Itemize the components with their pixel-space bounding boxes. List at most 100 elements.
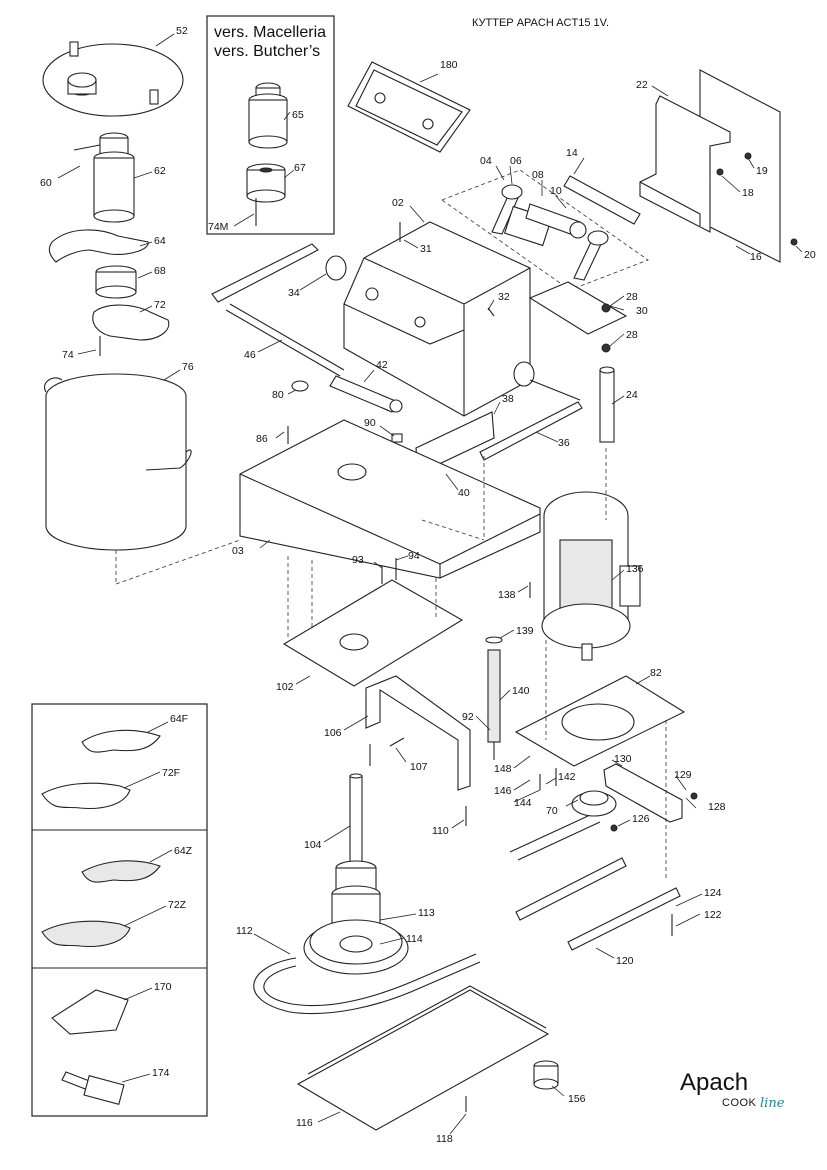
- part-67-shape: [246, 163, 286, 203]
- brand-sub-line: line: [760, 1096, 785, 1111]
- lid-52-shape: [42, 41, 184, 117]
- plate-30-shape: [528, 281, 628, 335]
- callout-64F: 64F: [170, 713, 188, 725]
- callout-19: 19: [756, 165, 768, 177]
- housing-02-shape: [343, 221, 535, 417]
- callout-72: 72: [154, 299, 166, 311]
- callout-92: 92: [462, 711, 474, 723]
- blade-72-shape: [92, 304, 170, 356]
- bowl-76-shape: [44, 373, 192, 551]
- callout-32: 32: [498, 291, 510, 303]
- pulley-113-shape: [303, 860, 409, 975]
- callout-36: 36: [558, 437, 570, 449]
- callout-136: 136: [626, 563, 644, 575]
- accessory-panel: [31, 703, 208, 1117]
- callout-04: 04: [480, 155, 492, 167]
- rail-36-shape: [479, 379, 583, 461]
- callout-67: 67: [294, 162, 306, 174]
- callout-28a: 28: [626, 291, 638, 303]
- shaft-10-shape: [525, 203, 587, 239]
- callout-74M: 74M: [208, 221, 228, 233]
- callout-138: 138: [498, 589, 516, 601]
- bracket-106-shape: [365, 675, 471, 791]
- diagram-title: КУТТЕР APACH ACT15 1V.: [472, 17, 609, 29]
- callout-40: 40: [458, 487, 470, 499]
- callout-14: 14: [566, 147, 578, 159]
- brand-logo: Apach COOK line: [680, 1069, 785, 1111]
- plate-82-shape: [514, 675, 686, 767]
- blade-72F-shape: [41, 782, 131, 810]
- inset-version-line2: vers. Butcher’s: [214, 43, 320, 60]
- backplate-16-shape: [699, 69, 781, 263]
- callout-46: 46: [244, 349, 256, 361]
- tool-174-shape: [61, 1071, 125, 1105]
- callout-112: 112: [236, 925, 253, 937]
- callout-86: 86: [256, 433, 268, 445]
- callout-18: 18: [742, 187, 754, 199]
- callout-174: 174: [152, 1067, 170, 1079]
- baseplate-116-shape: [296, 985, 550, 1131]
- spacer-68-shape: [95, 265, 137, 299]
- callout-93: 93: [352, 554, 364, 566]
- panel-180-shape: [347, 61, 471, 153]
- blade-72Z-shape: [41, 920, 131, 948]
- callout-107: 107: [410, 761, 428, 773]
- callout-140: 140: [512, 685, 530, 697]
- callout-60: 60: [40, 177, 52, 189]
- callout-106: 106: [324, 727, 342, 739]
- callout-02: 02: [392, 197, 404, 209]
- blade-64Z-shape: [81, 860, 161, 883]
- callout-06: 06: [510, 155, 522, 167]
- pulley-70-shape: [571, 790, 617, 817]
- callout-104: 104: [304, 839, 322, 851]
- callout-114: 114: [406, 933, 423, 945]
- callout-146: 146: [494, 785, 512, 797]
- blade-64-shape: [48, 229, 149, 263]
- handle-lower-shape: [573, 230, 609, 281]
- callout-94: 94: [408, 550, 420, 562]
- callout-144: 144: [514, 797, 532, 809]
- callout-64: 64: [154, 235, 166, 247]
- callout-118: 118: [436, 1133, 453, 1145]
- callout-113: 113: [418, 907, 435, 919]
- spring-140-shape: [485, 636, 503, 760]
- bearing-34-shape: [325, 255, 347, 281]
- callout-128: 128: [708, 801, 726, 813]
- callout-10: 10: [550, 185, 562, 197]
- callout-52: 52: [176, 25, 188, 37]
- callout-42: 42: [376, 359, 388, 371]
- bracket-22-shape: [639, 95, 731, 233]
- callout-180: 180: [440, 59, 458, 71]
- callout-labels: 52 65 67 74M 180 60 62 64 68 72 74 76 22…: [40, 25, 816, 1145]
- brand-name: Apach: [680, 1069, 748, 1096]
- scraper-170-shape: [51, 989, 129, 1035]
- leader-lines: [57, 33, 803, 1135]
- shaft-104-shape: [349, 773, 363, 865]
- callout-90: 90: [364, 417, 376, 429]
- belt-112-shape: [253, 953, 481, 1015]
- foot-156-shape: [533, 1060, 559, 1090]
- callout-116: 116: [296, 1117, 313, 1129]
- callout-170: 170: [154, 981, 172, 993]
- tube-42-shape: [329, 375, 403, 413]
- rail-120-shape: [567, 887, 681, 951]
- callout-76: 76: [182, 361, 194, 373]
- callout-72Z: 72Z: [168, 899, 187, 911]
- callout-130: 130: [614, 753, 632, 765]
- callout-16: 16: [750, 251, 762, 263]
- callout-62: 62: [154, 165, 166, 177]
- callout-30: 30: [636, 305, 648, 317]
- callout-142: 142: [558, 771, 576, 783]
- callout-139: 139: [516, 625, 534, 637]
- callout-72F: 72F: [162, 767, 180, 779]
- motor-136-shape: [541, 491, 641, 661]
- cap-80-shape: [291, 380, 309, 392]
- rod-46-shape: [211, 243, 345, 377]
- callout-120: 120: [616, 955, 634, 967]
- shaft-62-shape: [73, 132, 135, 223]
- rail-upper-shape: [515, 857, 627, 921]
- callout-31: 31: [420, 243, 432, 255]
- callout-148: 148: [494, 763, 512, 775]
- callout-124: 124: [704, 887, 722, 899]
